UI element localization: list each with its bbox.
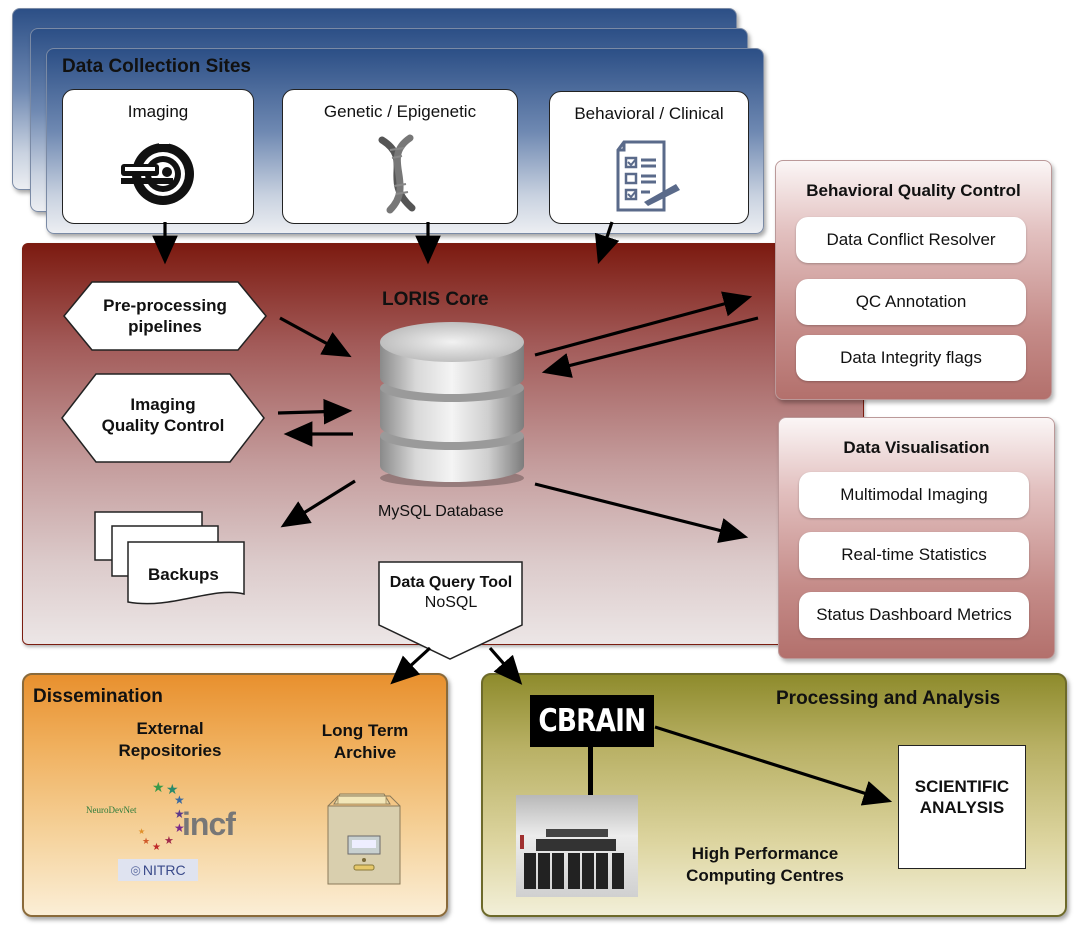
- svg-text:★: ★: [174, 793, 185, 807]
- backups-label: Backups: [148, 565, 219, 584]
- analysis-line-2: ANALYSIS: [919, 798, 1005, 817]
- data-visualisation-panel: Data Visualisation Multimodal Imaging Re…: [778, 417, 1055, 659]
- data-visualisation-item[interactable]: Status Dashboard Metrics: [799, 592, 1029, 638]
- site-genetic-label: Genetic / Epigenetic: [323, 102, 477, 121]
- imaging-qc-label: Imaging Quality Control: [60, 394, 266, 436]
- site-behavioral[interactable]: Behavioral / Clinical: [549, 91, 749, 224]
- nitrc-logo[interactable]: ◎ NITRC: [118, 859, 198, 881]
- nitrc-logo-text: NITRC: [142, 862, 186, 878]
- imaging-qc-line-1: Imaging: [130, 395, 196, 414]
- hpc-datacenter-image[interactable]: [516, 795, 638, 897]
- behavioral-qc-item[interactable]: Data Integrity flags: [796, 335, 1026, 381]
- external-line-2: Repositories: [118, 741, 222, 760]
- cbrain-connector: [588, 747, 593, 797]
- long-term-archive-label: Long Term Archive: [300, 720, 430, 764]
- svg-text:★: ★: [166, 781, 179, 797]
- loris-core-title: LORIS Core: [382, 289, 489, 310]
- preprocessing-line-2: pipelines: [128, 317, 202, 336]
- dissemination-title: Dissemination: [33, 686, 163, 707]
- data-query-tool-shape[interactable]: [378, 561, 524, 661]
- imaging-qc-line-2: Quality Control: [101, 416, 225, 435]
- hpc-line-1: High Performance: [691, 844, 839, 863]
- behavioral-qc-panel: Behavioral Quality Control Data Conflict…: [775, 160, 1052, 400]
- site-behavioral-label: Behavioral / Clinical: [574, 104, 724, 123]
- imaging-qc-hexagon[interactable]: [60, 372, 266, 464]
- file-cabinet-icon[interactable]: [324, 790, 404, 886]
- svg-text:★: ★: [138, 827, 145, 836]
- data-query-tool-subtitle: NoSQL: [424, 594, 478, 611]
- mri-scanner-icon: [121, 140, 194, 205]
- svg-text:★: ★: [174, 807, 185, 821]
- preprocessing-hexagon[interactable]: [62, 280, 268, 352]
- scientific-analysis-box[interactable]: SCIENTIFIC ANALYSIS: [898, 745, 1026, 869]
- backups-icon[interactable]: [92, 510, 252, 610]
- archive-line-2: Archive: [333, 743, 397, 762]
- data-visualisation-title: Data Visualisation: [843, 438, 990, 457]
- behavioral-qc-item[interactable]: QC Annotation: [796, 279, 1026, 325]
- neurodevnet-logo-text: NeuroDevNet: [86, 805, 137, 815]
- preprocessing-label: Pre-processing pipelines: [62, 295, 268, 337]
- hpc-label: High Performance Computing Centres: [670, 843, 860, 887]
- processing-analysis-title: Processing and Analysis: [776, 688, 1001, 709]
- cbrain-label: CBRAIN: [538, 703, 647, 739]
- dna-icon: [378, 134, 416, 214]
- site-imaging[interactable]: Imaging: [62, 89, 254, 224]
- data-collection-title: Data Collection Sites: [62, 56, 251, 77]
- svg-text:★: ★: [152, 842, 161, 853]
- database-label: MySQL Database: [378, 503, 504, 520]
- archive-line-1: Long Term: [321, 721, 409, 740]
- behavioral-qc-item[interactable]: Data Conflict Resolver: [796, 217, 1026, 263]
- site-imaging-label: Imaging: [127, 102, 189, 121]
- svg-text:★: ★: [174, 821, 185, 835]
- site-genetic[interactable]: Genetic / Epigenetic: [282, 89, 518, 224]
- incf-logo[interactable]: incf: [182, 806, 236, 842]
- data-visualisation-item[interactable]: Real-time Statistics: [799, 532, 1029, 578]
- analysis-line-1: SCIENTIFIC: [914, 777, 1010, 796]
- data-visualisation-item[interactable]: Multimodal Imaging: [799, 472, 1029, 518]
- hpc-line-2: Computing Centres: [686, 866, 844, 885]
- svg-text:★: ★: [164, 835, 174, 847]
- neurodevnet-logo-icon[interactable]: ★ ★ ★ ★ ★ ★ ★ ★ ★: [112, 780, 192, 860]
- behavioral-qc-title: Behavioral Quality Control: [806, 181, 1021, 200]
- checklist-icon: [616, 140, 680, 212]
- svg-text:★: ★: [152, 780, 165, 795]
- nitrc-logo-icon: ◎: [130, 863, 141, 877]
- database-icon[interactable]: [372, 318, 532, 488]
- cbrain-logo[interactable]: CBRAIN: [530, 695, 654, 747]
- svg-text:★: ★: [142, 836, 150, 846]
- preprocessing-line-1: Pre-processing: [103, 296, 227, 315]
- external-line-1: External: [136, 719, 204, 738]
- external-repositories-label: External Repositories: [100, 718, 240, 762]
- data-query-tool-title: Data Query Tool: [389, 574, 513, 591]
